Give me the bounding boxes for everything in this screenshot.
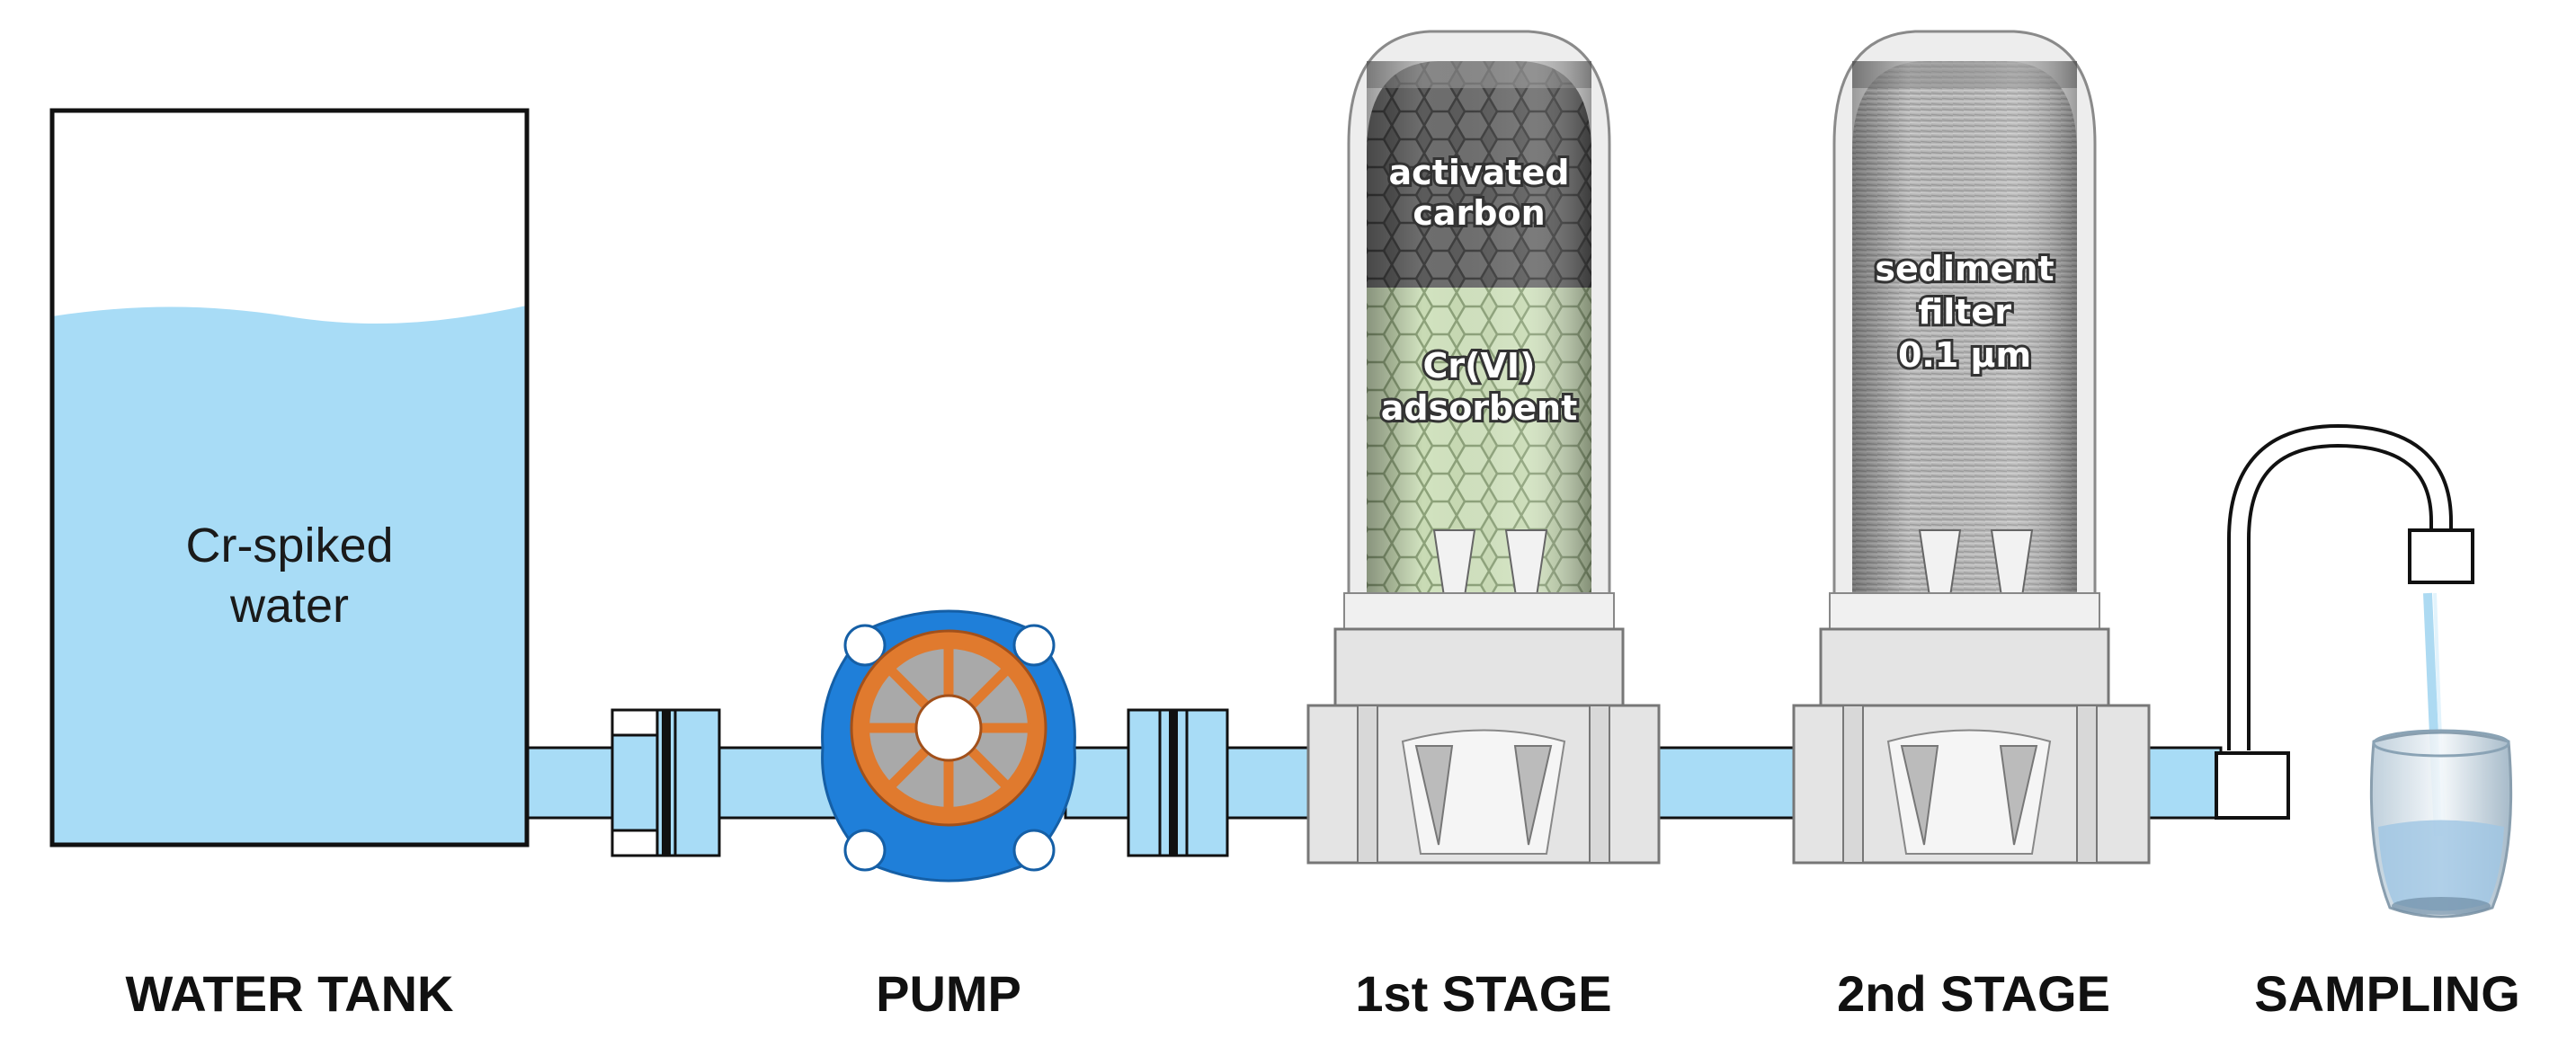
- component-labels: WATER TANK PUMP 1st STAGE 2nd STAGE SAMP…: [126, 965, 2520, 1022]
- tank-water: [52, 306, 527, 845]
- tap-nozzle: [2408, 528, 2474, 584]
- stage2-label-line2: filter: [1918, 292, 2011, 332]
- pump-hub: [914, 694, 983, 762]
- flange-left: [611, 708, 721, 857]
- label-water-tank: WATER TANK: [126, 965, 454, 1022]
- pipe-to-stage1: [1226, 746, 1310, 820]
- pump-bolt-tl: [843, 624, 887, 667]
- water-tank: Cr-spiked water: [49, 108, 530, 847]
- pipeline: [525, 746, 2223, 820]
- stage1-upper-label-line2: carbon: [1413, 193, 1545, 233]
- stage2-label-line1: sediment: [1875, 249, 2054, 288]
- stage2-label-line3: 0.1 µm: [1898, 335, 2031, 375]
- tap-spout: [2227, 423, 2453, 750]
- stage1-lower-label-line2: adsorbent: [1381, 388, 1578, 428]
- tap-base: [2215, 751, 2290, 820]
- pump-bolt-br: [1012, 829, 1056, 872]
- sampling-tap: [2215, 423, 2474, 837]
- stage1-filter: activated carbon Cr(VI) adsorbent: [1306, 30, 1661, 865]
- label-sampling: SAMPLING: [2254, 965, 2520, 1022]
- stage1-upper-label-line1: activated: [1389, 153, 1570, 192]
- pipe-stage1-to-stage2: [1657, 746, 1805, 820]
- label-stage2: 2nd STAGE: [1837, 965, 2110, 1022]
- stage2-filter: sediment filter 0.1 µm: [1792, 30, 2151, 865]
- tank-content-line1: Cr-spiked: [185, 519, 393, 572]
- glass-water: [2378, 820, 2504, 911]
- stage2-collar: [1829, 592, 2100, 630]
- pump: [821, 609, 1076, 883]
- flange-right: [1127, 708, 1229, 857]
- pipe-tank-outlet: [525, 746, 614, 820]
- sample-glass: [2369, 729, 2513, 918]
- stage1-lower-label-line1: Cr(VI): [1423, 346, 1536, 386]
- tank-outline: [49, 108, 530, 847]
- pump-bolt-bl: [843, 829, 887, 872]
- tank-content-line2: water: [229, 579, 349, 633]
- stage1-head: [1333, 627, 1625, 707]
- stage2-head: [1819, 627, 2110, 707]
- pump-bolt-tr: [1012, 624, 1056, 667]
- stage1-collar: [1343, 592, 1615, 630]
- label-stage1: 1st STAGE: [1355, 965, 1611, 1022]
- pipe-stage2-to-tap: [2147, 746, 2223, 820]
- label-pump: PUMP: [876, 965, 1021, 1022]
- pipe-to-pump: [718, 746, 838, 820]
